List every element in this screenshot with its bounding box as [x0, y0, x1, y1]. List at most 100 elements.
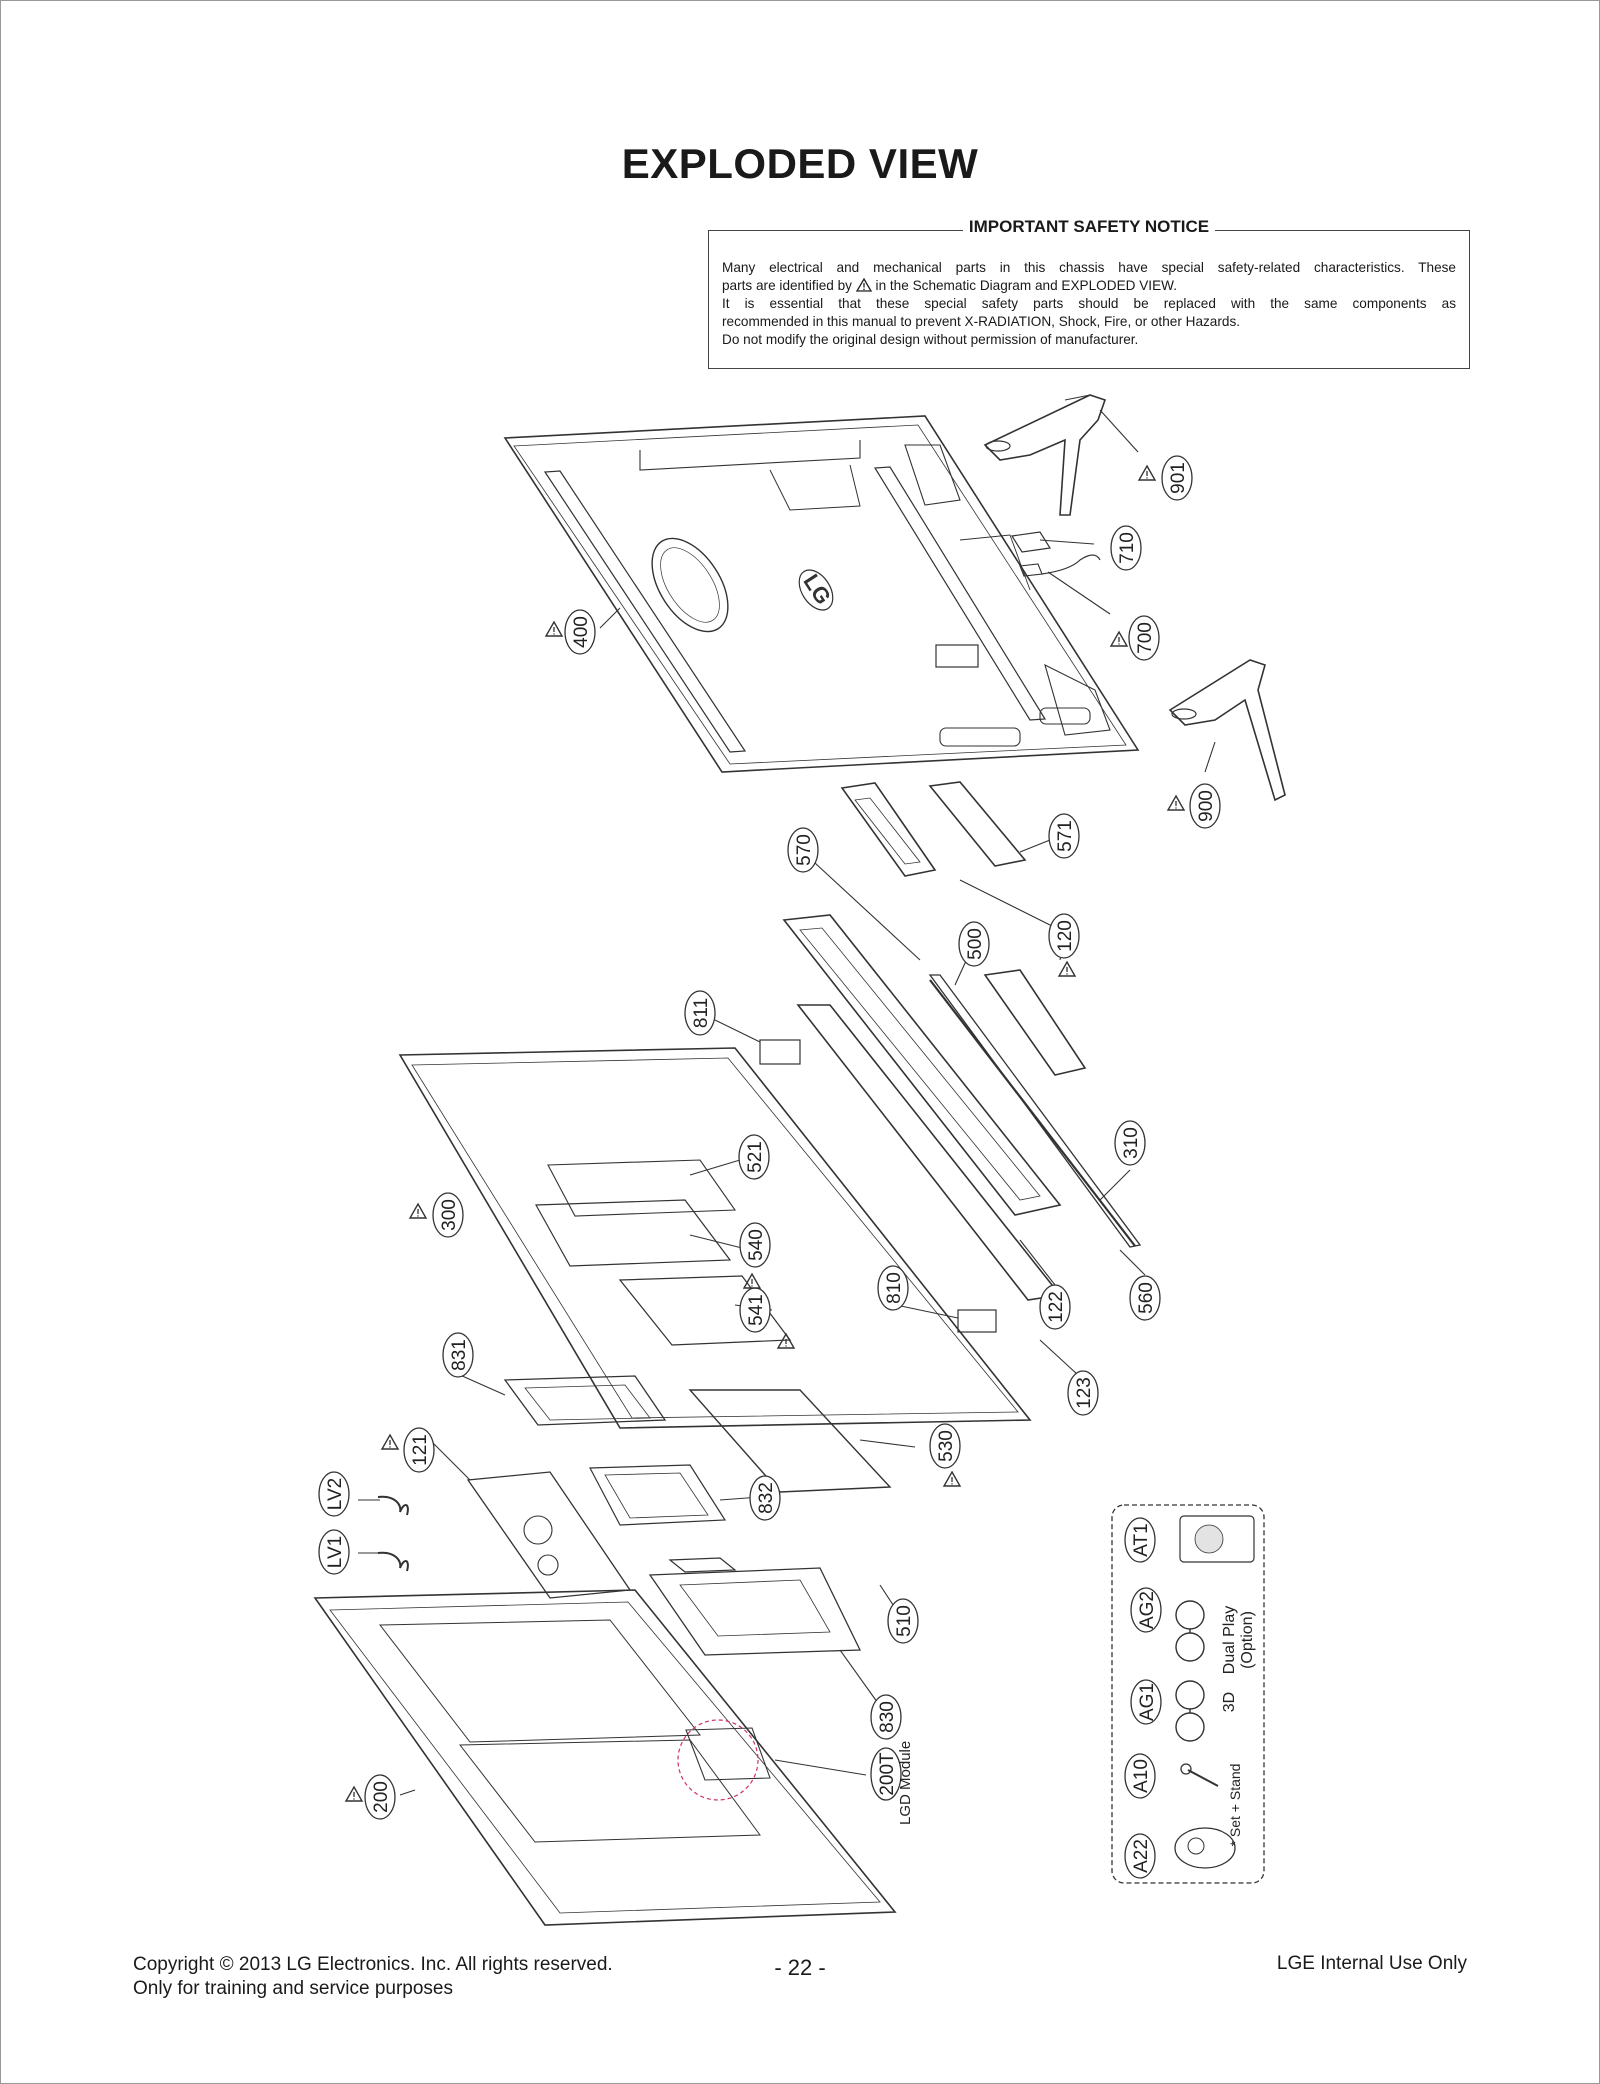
svg-text:510: 510 [894, 1605, 915, 1637]
note-3d: 3D [1221, 1692, 1238, 1712]
svg-text:530: 530 [936, 1430, 957, 1462]
stand-lower [1168, 659, 1286, 802]
callout-120: 120 [1048, 913, 1080, 959]
svg-text:570: 570 [794, 834, 815, 866]
callout-810: 810 [877, 1265, 909, 1311]
svg-text:560: 560 [1136, 1282, 1157, 1314]
callout-AG1: AG1 [1130, 1679, 1162, 1725]
safety-notice-body: Many electrical and mechanical parts in … [722, 259, 1456, 349]
warning-triangle-icon [1058, 961, 1076, 977]
callout-AG2: AG2 [1130, 1587, 1162, 1633]
callout-540: 540 [739, 1222, 771, 1268]
notice-line-1: Many electrical and mechanical parts in … [722, 260, 1456, 275]
callout-200: 200 [364, 1774, 396, 1820]
safety-triangles [345, 465, 1185, 1802]
warning-triangle-icon [409, 1203, 427, 1219]
callout-122: 122 [1039, 1284, 1071, 1330]
svg-text:AT1: AT1 [1131, 1523, 1152, 1556]
callout-A22: A22 [1124, 1833, 1156, 1879]
svg-text:122: 122 [1046, 1291, 1067, 1323]
lvds-cables [377, 1495, 409, 1572]
callout-LV1: LV1 [318, 1529, 350, 1575]
svg-text:LV2: LV2 [325, 1478, 346, 1510]
svg-text:200T: 200T [877, 1752, 898, 1796]
accessory-box [1111, 1504, 1265, 1884]
callout-521: 521 [738, 1134, 770, 1180]
display-panel [398, 1047, 1032, 1429]
warning-triangle-icon [345, 1786, 363, 1802]
svg-text:200: 200 [371, 1781, 392, 1813]
page-title: EXPLODED VIEW [621, 140, 979, 187]
callout-570: 570 [787, 827, 819, 873]
svg-text:A10: A10 [1131, 1759, 1152, 1793]
rotated-notes: LGD Module Dual Play (Option) 3D * Set +… [897, 1606, 1256, 1847]
callout-901: 901 [1161, 455, 1193, 501]
stand-upper [983, 394, 1107, 516]
svg-text:120: 120 [1055, 920, 1076, 952]
notice-line-5: Do not modify the original design withou… [722, 332, 1139, 347]
svg-text:571: 571 [1055, 820, 1076, 852]
lg-logo: LG [798, 570, 836, 609]
remote-icon [1174, 1827, 1236, 1869]
footer-internal: LGE Internal Use Only [1276, 1953, 1467, 1974]
note-option: (Option) [1239, 1611, 1256, 1669]
svg-text:A22: A22 [1131, 1839, 1152, 1873]
callout-A10: A10 [1124, 1753, 1156, 1799]
svg-text:310: 310 [1121, 1127, 1142, 1159]
speaker-assembly [840, 781, 1027, 877]
callout-500: 500 [958, 921, 990, 967]
callout-900: 900 [1189, 783, 1221, 829]
back-cover: LG [503, 415, 1140, 773]
logo-module [1011, 531, 1101, 577]
note-lgd-module: LGD Module [897, 1741, 914, 1825]
svg-text:300: 300 [439, 1199, 460, 1231]
svg-text:121: 121 [410, 1434, 431, 1466]
callout-700: 700 [1128, 615, 1160, 661]
led-bar [929, 979, 1136, 1247]
callout-830: 830 [870, 1694, 902, 1740]
callout-121: 121 [403, 1427, 435, 1473]
callout-LV2: LV2 [318, 1471, 350, 1517]
svg-text:540: 540 [746, 1229, 767, 1261]
warning-triangle-icon [381, 1434, 399, 1450]
callout-571: 571 [1048, 813, 1080, 859]
screw-icon [1180, 1763, 1219, 1787]
callout-530: 530 [929, 1423, 961, 1469]
svg-text:123: 123 [1074, 1377, 1095, 1409]
callout-510: 510 [887, 1598, 919, 1644]
callout-400: 400 [564, 609, 596, 655]
main-frame-bar [759, 914, 1142, 1333]
notice-line-3: It is essential that these special safet… [722, 296, 1456, 311]
callout-123: 123 [1067, 1370, 1099, 1416]
note-set-stand: * Set + Stand [1227, 1764, 1243, 1847]
notice-line-2: parts are identified by in the Schematic… [722, 278, 1177, 293]
lower-brackets [466, 1375, 892, 1656]
callouts: 901 710 700 400 900 570 571 500 120 811 … [318, 455, 1221, 1879]
callout-leaders [358, 409, 1216, 1796]
callout-560: 560 [1129, 1275, 1161, 1321]
warning-triangle-icon [1110, 631, 1128, 647]
warning-triangle-icon [943, 1471, 961, 1487]
callout-200T: 200T [870, 1747, 902, 1801]
svg-text:400: 400 [571, 616, 592, 648]
callout-541: 541 [739, 1287, 771, 1333]
main-chassis [313, 1589, 897, 1926]
svg-text:AG1: AG1 [1137, 1683, 1158, 1721]
note-dual-play: Dual Play [1221, 1606, 1238, 1674]
notice-line-4: recommended in this manual to prevent X-… [722, 314, 1241, 329]
svg-text:500: 500 [965, 928, 986, 960]
warning-triangle-icon [1138, 465, 1156, 481]
svg-text:900: 900 [1196, 790, 1217, 822]
svg-text:521: 521 [745, 1141, 766, 1173]
safety-notice-box: IMPORTANT SAFETY NOTICE Many electrical … [708, 217, 1470, 369]
svg-text:832: 832 [756, 1482, 777, 1514]
callout-AT1: AT1 [1124, 1517, 1156, 1563]
svg-text:700: 700 [1135, 622, 1156, 654]
callout-710: 710 [1110, 525, 1142, 571]
svg-text:901: 901 [1168, 462, 1189, 494]
svg-text:541: 541 [746, 1294, 767, 1326]
svg-text:LV1: LV1 [325, 1536, 346, 1568]
callout-300: 300 [432, 1192, 464, 1238]
warning-triangle-icon [545, 621, 563, 637]
